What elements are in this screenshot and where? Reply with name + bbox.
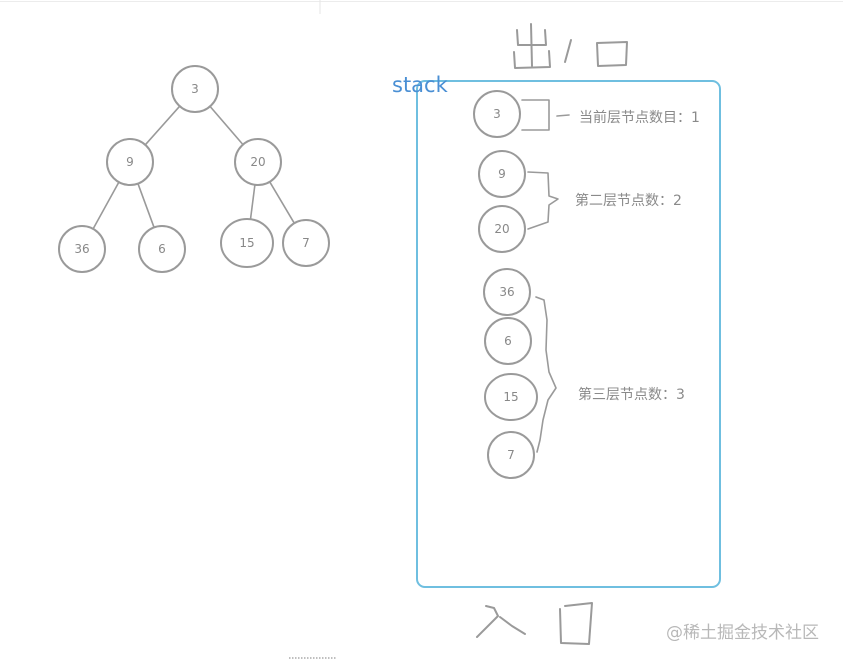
tree-node-circle: [58, 225, 106, 273]
stack-node: 15: [503, 390, 518, 404]
stack-node: 6: [504, 334, 512, 348]
stack-level-1: 3 当前层节点数目：1: [473, 90, 700, 138]
tree-node-circle: [282, 219, 330, 267]
stack-container: [416, 80, 721, 588]
entrance-sketch: [476, 602, 593, 645]
tree-node-label: 36: [74, 242, 89, 256]
stack-title: stack: [392, 73, 449, 97]
exit-sketch: [513, 23, 628, 69]
tree-edge: [209, 105, 244, 146]
tree-edge: [249, 184, 256, 220]
tree-node-circle: [234, 138, 282, 186]
stack-node: 7: [507, 448, 515, 462]
stack-level-2: 9 20 第二层节点数：2: [478, 150, 682, 253]
tree-edge: [144, 105, 181, 146]
stack-level-3: 36 6 15 7 第三层节点数：3: [483, 268, 685, 479]
watermark-text: @稀土掘金技术社区: [666, 623, 819, 643]
level-3-label: 第三层节点数：3: [578, 386, 685, 403]
level-3-brace: [535, 296, 557, 453]
stack-node: 9: [498, 167, 506, 181]
level-1-label: 当前层节点数目：1: [579, 109, 700, 126]
tree-edge: [137, 183, 155, 228]
stack-node: 20: [494, 222, 509, 236]
tree-node-label: 6: [158, 242, 166, 256]
tree-edges: [92, 105, 295, 230]
tree-edge: [269, 181, 295, 224]
tree-node-label: 20: [250, 155, 265, 169]
tree-edge: [92, 181, 120, 230]
tree-node-circle: [138, 225, 186, 273]
level-2-label: 第二层节点数：2: [575, 192, 682, 209]
level-2-brace: [527, 171, 559, 230]
tree-node-label: 7: [302, 236, 310, 250]
stack-node: 36: [499, 285, 514, 299]
tree-node-circle: [106, 138, 154, 186]
tree-nodes: 3 9 20 36 6 15 7: [58, 65, 330, 273]
tree-node-label: 15: [239, 236, 254, 250]
tree-node-circle: [171, 65, 219, 113]
tree-node-circle: [220, 218, 274, 268]
level-1-dash: [556, 114, 570, 117]
tree-node-label: 3: [191, 82, 199, 96]
stack-node: 3: [493, 107, 501, 121]
tree-node-label: 9: [126, 155, 134, 169]
level-1-bracket: [521, 99, 550, 131]
